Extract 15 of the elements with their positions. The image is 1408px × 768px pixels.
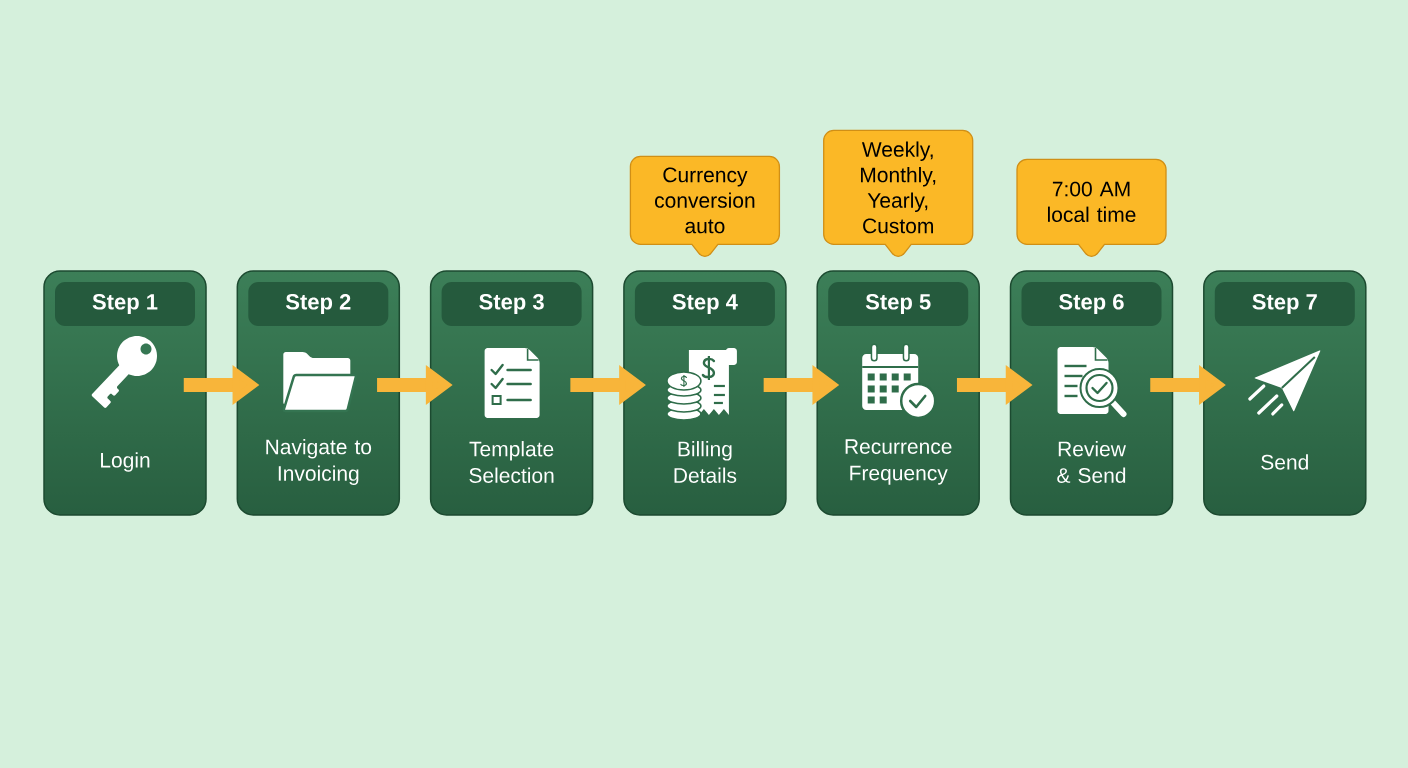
step-label: Review & Send bbox=[1057, 441, 1126, 483]
step-label: Template Selection bbox=[469, 441, 554, 483]
step-label: Recurrence Frequency bbox=[845, 439, 952, 485]
step-header: Step 7 bbox=[1214, 282, 1355, 326]
step-label: Login bbox=[101, 452, 150, 472]
step-header: Step 3 bbox=[441, 282, 582, 326]
step-header: Step 6 bbox=[1021, 282, 1162, 326]
step-header: Step 4 bbox=[634, 282, 775, 326]
step-header: Step 5 bbox=[828, 282, 969, 326]
step-label: Navigate to Invoicing bbox=[266, 438, 372, 486]
step-header: Step 1 bbox=[55, 282, 195, 326]
callout-bubble: Weekly, Monthly, Yearly, Custom bbox=[823, 129, 974, 257]
step-label: Billing Details bbox=[674, 441, 737, 483]
step-label: Send bbox=[1261, 454, 1308, 470]
step-header: Step 2 bbox=[248, 282, 389, 326]
